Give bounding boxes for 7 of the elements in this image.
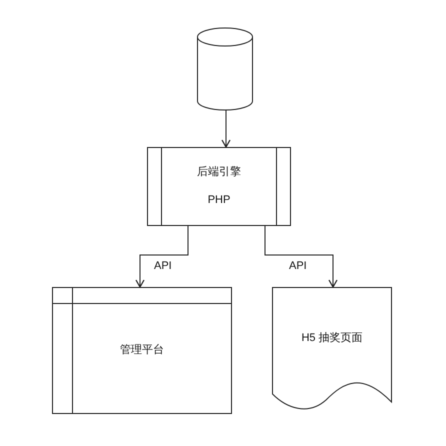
node-label: PHP	[208, 194, 230, 207]
arrow	[264, 226, 338, 288]
node-label: 管理平台	[120, 344, 164, 358]
arrow	[221, 110, 231, 148]
node-label: H5 抽奖页面	[301, 332, 363, 346]
arrow	[135, 226, 188, 288]
node-label: 后端引擎	[197, 166, 241, 180]
